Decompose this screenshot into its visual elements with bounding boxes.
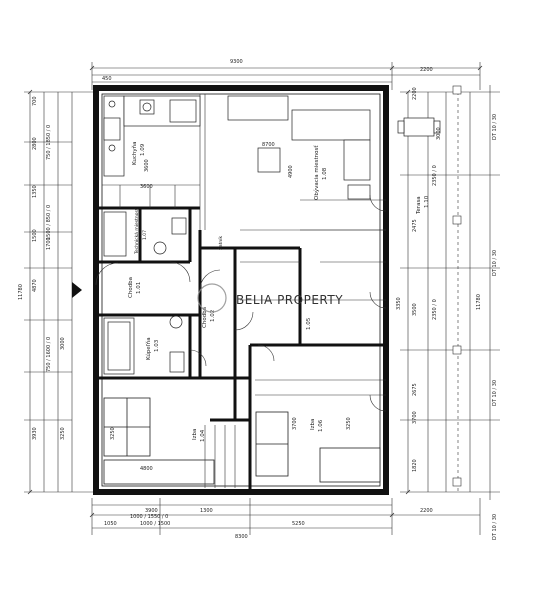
dim-bottom-d: 5250 — [292, 521, 305, 527]
room-hall2-num: 1.02 — [210, 310, 216, 322]
interior-walls — [96, 206, 386, 492]
dim-bottom-f: 1000 / 1500 — [140, 521, 170, 527]
dim-terrace-w: 2200 — [412, 87, 418, 100]
room-bedroom1-name: Izba — [192, 429, 198, 440]
dimension-labels: 9300 2200 450 3600 3600 8700 4900 11780 … — [18, 59, 498, 540]
dim-left-g: 3000 — [60, 337, 66, 350]
room-living-num: 1.08 — [322, 167, 328, 180]
room-closet-num: 1.05 — [306, 317, 312, 330]
kitchen-counter — [103, 95, 201, 177]
terrace-edge — [452, 85, 462, 492]
room-bath-num: 1.03 — [154, 339, 160, 352]
closet-shelves — [204, 425, 236, 488]
dimension-ticks — [27, 65, 483, 518]
dim-left-c: 1350 — [32, 185, 38, 198]
room-labels: Kuchyňa 1.09 Obývacia miestnosť 1.08 Ter… — [128, 142, 430, 442]
room-wc-name: Technická miestnosť — [133, 208, 140, 255]
door-swings — [95, 194, 387, 412]
watermark: BELIA PROPERTY — [197, 283, 343, 313]
bedroom1-furniture — [103, 397, 215, 485]
dim-kitchen-h: 3600 — [140, 184, 153, 190]
dim-right-total: 11780 — [476, 294, 482, 310]
room-wc-num: 1.07 — [142, 230, 148, 240]
room-bath-name: Kúpeľňa — [145, 337, 152, 360]
dim-sill-1: DT 10 / 30 — [492, 114, 498, 140]
room-kitchen-num: 1.09 — [140, 143, 146, 156]
room-hall2-name: Chodba — [202, 307, 208, 328]
watermark-logo — [197, 283, 227, 313]
dim-top-total: 9300 — [230, 59, 243, 65]
dim-sill-4: DT 10 / 30 — [492, 514, 498, 540]
dim-left-b: 2800 — [32, 137, 38, 150]
dim-bed1-w: 4800 — [140, 466, 153, 472]
dim-win-c: 1000 / 1550 / 0 — [130, 514, 168, 520]
living-furniture — [227, 95, 371, 200]
room-bedroom2-num: 1.06 — [318, 419, 324, 432]
dim-bed1-h: 3250 — [110, 427, 116, 440]
dim-win-b: 750 / 1850 / 0 — [46, 125, 52, 160]
room-hall1-name: Chodba — [128, 277, 134, 298]
dim-living-h: 4900 — [288, 165, 294, 178]
watermark-text: BELIA PROPERTY — [236, 293, 343, 307]
dim-win-d: 1500 / 850 / 0 — [46, 205, 52, 240]
dim-left-h: 3250 — [60, 427, 66, 440]
dim-right-b: 3500 — [412, 303, 418, 316]
dim-right-d: 2675 — [412, 383, 418, 396]
room-bedroom1-num: 1.04 — [200, 429, 206, 442]
dim-sill-3: DT 10 / 30 — [492, 380, 498, 406]
dim-top-right: 2200 — [420, 67, 433, 73]
dim-left-i: 3930 — [32, 427, 38, 440]
dim-right-c: 2475 — [412, 219, 418, 232]
interior-details — [102, 94, 386, 396]
dim-kitchen-w: 3600 — [144, 159, 150, 172]
dim-sill-2: DT 10 / 30 — [492, 250, 498, 276]
entrance-arrow — [72, 282, 82, 298]
room-living-name: Obývacia miestnosť — [313, 145, 320, 200]
dim-right-f: 1820 — [412, 459, 418, 472]
dim-bottom-total: 8300 — [235, 534, 248, 540]
dim-bottom-a: 3900 — [145, 508, 158, 514]
dim-left-f: 4870 — [32, 279, 38, 292]
bedroom2-furniture — [255, 411, 381, 483]
dim-hall-h: 3350 — [396, 297, 402, 310]
room-terrace-name: Terasa — [416, 196, 422, 215]
dim-right-e: 3700 — [412, 411, 418, 424]
dim-bottom-c: 2200 — [420, 508, 433, 514]
dim-living-w: 8700 — [262, 142, 275, 148]
dim-bottom-e: 1050 — [104, 521, 117, 527]
terrace-furniture — [397, 117, 441, 137]
dim-bottom-b: 1300 — [200, 508, 213, 514]
exterior-walls — [93, 85, 389, 495]
dim-left-a: 700 — [32, 96, 38, 106]
dim-win-a: 750 / 1600 / 0 — [46, 337, 52, 372]
dim-left-e: 1700 — [46, 237, 52, 250]
dim-win-e: 2350 / 0 — [432, 299, 438, 320]
dim-left-total: 11780 — [18, 284, 24, 300]
dim-bed2-h: 3700 — [292, 417, 298, 430]
room-closet-name: Šatník — [217, 236, 224, 250]
room-hall1-num: 1.01 — [136, 282, 142, 294]
dim-top-left: 450 — [102, 76, 112, 82]
bathroom-fixtures — [103, 211, 187, 375]
room-terrace-num: 1.10 — [424, 195, 430, 208]
dim-terrace-h: 2350 / 0 — [432, 165, 438, 186]
room-kitchen-name: Kuchyňa — [131, 142, 138, 165]
dim-left-d: 1500 — [32, 229, 38, 242]
dim-bed2-w: 3250 — [346, 417, 352, 430]
room-bedroom2-name: Izba — [310, 419, 316, 430]
dim-right-a: 3000 — [436, 127, 442, 140]
